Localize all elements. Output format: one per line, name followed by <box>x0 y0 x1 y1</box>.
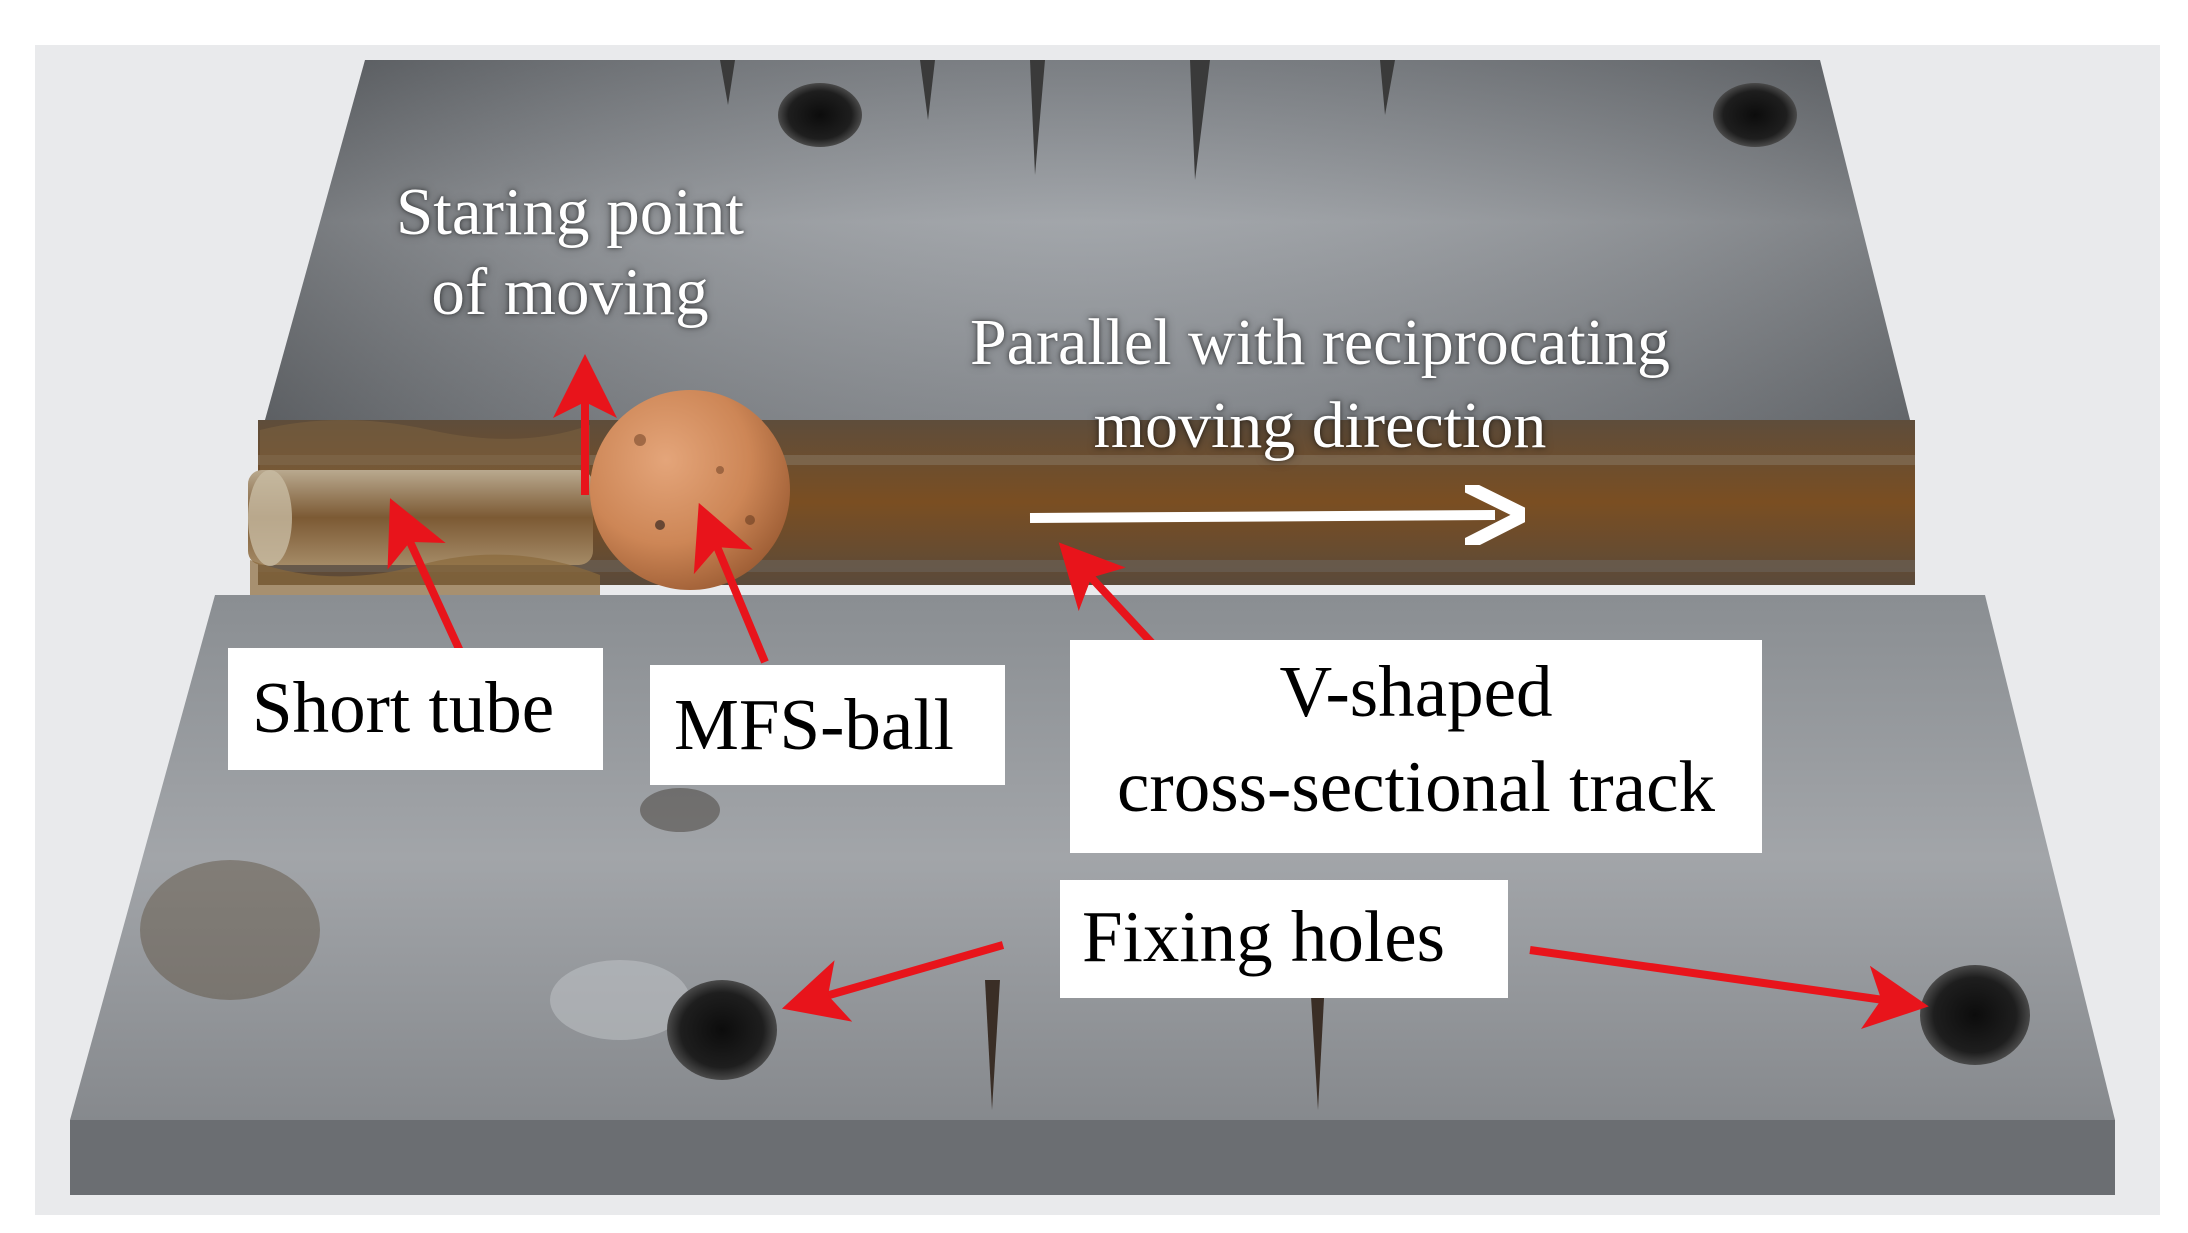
short-tube-box: Short tube <box>228 648 603 770</box>
short-tube <box>248 470 593 565</box>
arrow-fixing-hole-right <box>1529 946 1929 1030</box>
label-starting-point-line2: of moving <box>431 255 709 330</box>
label-short-tube: Short tube <box>252 667 555 748</box>
arrow-mfs-ball <box>693 502 769 664</box>
label-parallel-direction: Parallel with reciprocating moving direc… <box>880 302 1760 467</box>
label-parallel-line1: Parallel with reciprocating <box>969 306 1671 379</box>
label-track-line1: V-shaped <box>1279 651 1553 732</box>
label-starting-point: Staring point of moving <box>355 172 785 333</box>
mfs-ball-box: MFS-ball <box>650 665 1005 785</box>
track-box: V-shaped cross-sectional track <box>1070 640 1762 853</box>
fixing-hole-left <box>667 980 777 1080</box>
label-starting-point-line1: Staring point <box>395 175 745 249</box>
arrow-short-tube <box>387 498 469 664</box>
fixing-hole-right <box>1920 965 2030 1065</box>
arrow-fixing-hole-left <box>781 941 1005 1022</box>
arrow-track <box>1058 542 1166 658</box>
direction-arrow-icon <box>1029 515 1495 518</box>
label-parallel-line2: moving direction <box>1093 388 1547 462</box>
label-mfs-ball: MFS-ball <box>674 684 954 765</box>
mfs-ball <box>590 390 790 590</box>
label-track-line2: cross-sectional track <box>1117 746 1715 827</box>
fixing-holes-box: Fixing holes <box>1060 880 1508 998</box>
label-fixing-holes: Fixing holes <box>1082 896 1446 977</box>
